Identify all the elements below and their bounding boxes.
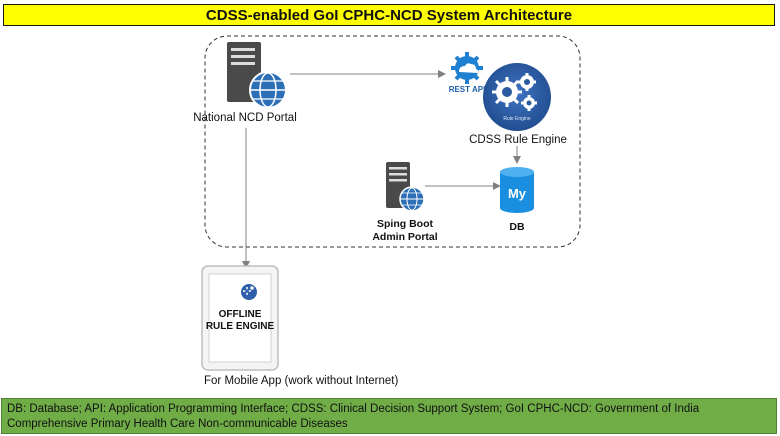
admin-portal-label-line2: Admin Portal [372, 231, 438, 243]
rule-engine-gear-icon [483, 63, 551, 131]
database-icon [500, 167, 534, 213]
admin-globe-icon [399, 186, 425, 212]
admin-portal-label-line1: Sping Boot [377, 218, 433, 230]
glossary-line-1: DB: Database; API: Application Programmi… [7, 403, 700, 415]
offline-gear-icon [241, 284, 257, 300]
offline-label-line2: RULE ENGINE [205, 321, 275, 332]
tablet-device-icon [201, 265, 279, 371]
rest-api-label: REST API [449, 85, 486, 94]
national-portal-label: National NCD Portal [193, 112, 297, 124]
diagram-title: CDSS-enabled GoI CPHC-NCD System Archite… [3, 4, 775, 26]
offline-label-line1: OFFLINE [218, 309, 262, 320]
db-logo-text: My [508, 186, 527, 201]
glossary-line-2: Comprehensive Primary Health Care Non-co… [7, 418, 348, 430]
system-boundary [204, 35, 581, 248]
globe-icon [249, 71, 287, 109]
glossary-footer: DB: Database; API: Application Programmi… [1, 398, 777, 434]
db-label: DB [509, 221, 525, 233]
cloud-gear-icon [451, 52, 483, 84]
mobile-app-label: For Mobile App (work without Internet) [204, 375, 399, 387]
rule-engine-label: CDSS Rule Engine [469, 134, 567, 146]
rule-engine-badge: Rule Engine [503, 116, 530, 122]
